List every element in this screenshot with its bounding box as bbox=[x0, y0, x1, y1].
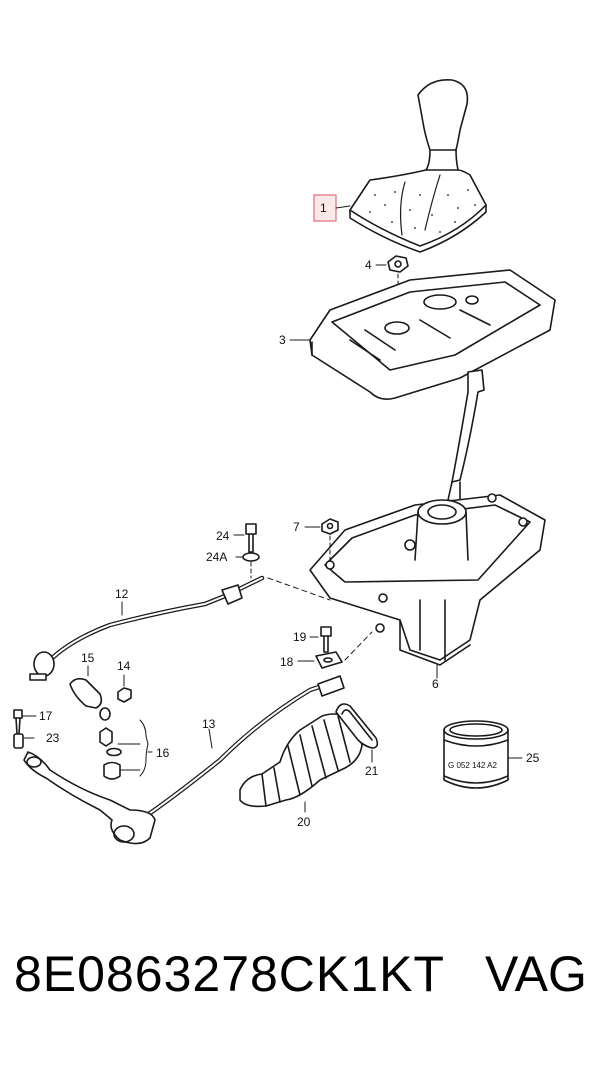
ring-marking: G 052 142 A2 bbox=[448, 761, 497, 770]
brand-name: VAG bbox=[485, 946, 587, 1002]
callout-7: 7 bbox=[293, 520, 300, 534]
lever-15 bbox=[69, 677, 111, 721]
linkage-arm bbox=[23, 751, 156, 845]
callout-24: 24 bbox=[216, 529, 230, 543]
nut-4 bbox=[387, 255, 409, 273]
callout-1: 1 bbox=[320, 201, 327, 215]
gear-knob-with-boot bbox=[349, 78, 487, 253]
nut-7 bbox=[321, 518, 339, 535]
callout-15: 15 bbox=[81, 651, 95, 665]
gearshift-housing-6 bbox=[309, 493, 546, 666]
callout-19: 19 bbox=[293, 630, 307, 644]
screw-17 bbox=[13, 709, 23, 735]
bolt-19 bbox=[320, 626, 332, 653]
callout-21: 21 bbox=[365, 764, 379, 778]
shift-lever bbox=[447, 369, 485, 503]
washer-24a bbox=[242, 552, 260, 562]
bracket-18 bbox=[315, 651, 343, 669]
nut-14 bbox=[117, 687, 132, 703]
cover-plate-3 bbox=[309, 269, 556, 400]
footer: 8E0863278CK1KT VAG bbox=[0, 945, 600, 1025]
callout-12: 12 bbox=[115, 587, 129, 601]
callout-14: 14 bbox=[117, 659, 131, 673]
part-number: 8E0863278CK1KT bbox=[14, 946, 445, 1002]
selector-cable-13 bbox=[137, 675, 345, 823]
rubber-boot-20 bbox=[239, 713, 363, 808]
callout-25: 25 bbox=[526, 751, 540, 765]
callout-16: 16 bbox=[156, 746, 170, 760]
bush-set-16 bbox=[99, 727, 122, 780]
callout-13: 13 bbox=[202, 717, 216, 731]
callout-24a: 24A bbox=[206, 550, 227, 564]
callout-4: 4 bbox=[365, 258, 372, 272]
bolt-24 bbox=[245, 523, 257, 553]
selector-cable-12 bbox=[29, 575, 265, 681]
callout-18: 18 bbox=[280, 655, 294, 669]
callout-3: 3 bbox=[279, 333, 286, 347]
seal-ring-21 bbox=[335, 703, 379, 749]
callout-17: 17 bbox=[39, 709, 53, 723]
callout-20: 20 bbox=[297, 815, 311, 829]
callout-6: 6 bbox=[432, 677, 439, 691]
callout-23: 23 bbox=[46, 731, 60, 745]
ring-25 bbox=[443, 720, 509, 789]
exploded-parts-diagram: 1 3 4 6 7 12 13 14 15 16 17 18 19 20 21 … bbox=[13, 78, 556, 845]
bush-23 bbox=[13, 733, 24, 749]
